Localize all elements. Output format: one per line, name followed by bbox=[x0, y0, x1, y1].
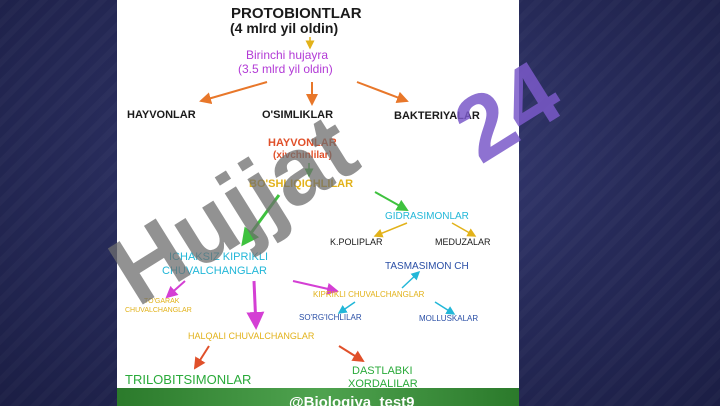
node-dastlabki-line2: XORDALILAR bbox=[348, 378, 418, 390]
arrow-boshliq-to-gidra bbox=[374, 191, 409, 211]
footer-strip bbox=[117, 388, 519, 406]
root-title: PROTOBIONTLAR bbox=[231, 5, 362, 22]
arrow-halqali-to-trilobit bbox=[193, 345, 210, 370]
arrow-ichaksiz-to-halqali bbox=[246, 280, 265, 330]
arrow-gidra-to-meduzalar bbox=[451, 222, 477, 237]
arrow-cell-to-hayvonlar bbox=[199, 81, 268, 104]
animals-title: HAYVONLAR bbox=[268, 137, 337, 149]
arrow-boshliq-to-ichaksiz bbox=[241, 194, 281, 247]
node-dastlabki-line1: DASTLABKI bbox=[352, 365, 413, 377]
node-k-poliplar: K.POLIPLAR bbox=[330, 237, 383, 247]
branch-bakteriyalar: BAKTERIYALAR bbox=[394, 110, 480, 122]
arrow-kiprikli-to-tasma bbox=[401, 270, 421, 289]
node-gidrasimonlar: GIDRASIMONLAR bbox=[385, 211, 469, 222]
diagram-arrows bbox=[165, 37, 477, 370]
channel-handle: @Biologiya_test9 bbox=[289, 394, 415, 406]
node-trilobitsimonlar: TRILOBITSIMONLAR bbox=[125, 372, 252, 387]
node-mollyuskalar: MOLLUSKALAR bbox=[419, 314, 479, 323]
arrow-halqali-to-dastlabki bbox=[338, 345, 365, 363]
first-cell-time: (3.5 mlrd yil oldin) bbox=[238, 62, 333, 76]
node-toxarak-line1: TO'GARAK bbox=[144, 298, 180, 305]
node-sorgichlilar: SO'RG'ICHLILAR bbox=[299, 313, 362, 322]
node-ichaksiz-line2: CHUVALCHANGLAR bbox=[162, 265, 267, 277]
animals-subtitle: (xivchinlilar) bbox=[273, 150, 332, 161]
branch-osimliklar: O'SIMLIKLAR bbox=[262, 109, 334, 121]
node-meduzalar: MEDUZALAR bbox=[435, 237, 491, 247]
node-ichaksiz-line1: ICHAKSIZ KIPRIKLI bbox=[169, 251, 269, 263]
slide-canvas: PROTOBIONTLAR (4 mlrd yil oldin) Birinch… bbox=[117, 0, 519, 406]
arrow-gidra-to-kpoliplar bbox=[373, 222, 408, 238]
root-subtitle: (4 mlrd yil oldin) bbox=[230, 20, 339, 36]
node-boshliqichlilar: BO'SHLIQICHLILAR bbox=[249, 178, 354, 190]
branch-hayvonlar: HAYVONLAR bbox=[127, 109, 196, 121]
node-halqali: HALQALI CHUVALCHANGLAR bbox=[188, 331, 315, 341]
node-kiprikli: KIPRIKLI CHUVALCHANGLAR bbox=[313, 290, 425, 299]
node-tasmasimon: TASMASIMON CH bbox=[385, 261, 469, 272]
arrow-ichaksiz-to-kiprikli bbox=[292, 280, 339, 295]
node-toxarak-line2: CHUVALCHANGLAR bbox=[125, 307, 192, 314]
arrow-ichaksiz-to-toxarak bbox=[165, 280, 186, 299]
arrow-kiprikli-to-sorgich bbox=[337, 301, 356, 314]
arrow-cell-to-bakteriyalar bbox=[356, 81, 409, 104]
arrow-kiprikli-to-mollusk bbox=[434, 301, 456, 315]
first-cell-label: Birinchi hujayra bbox=[246, 48, 329, 62]
